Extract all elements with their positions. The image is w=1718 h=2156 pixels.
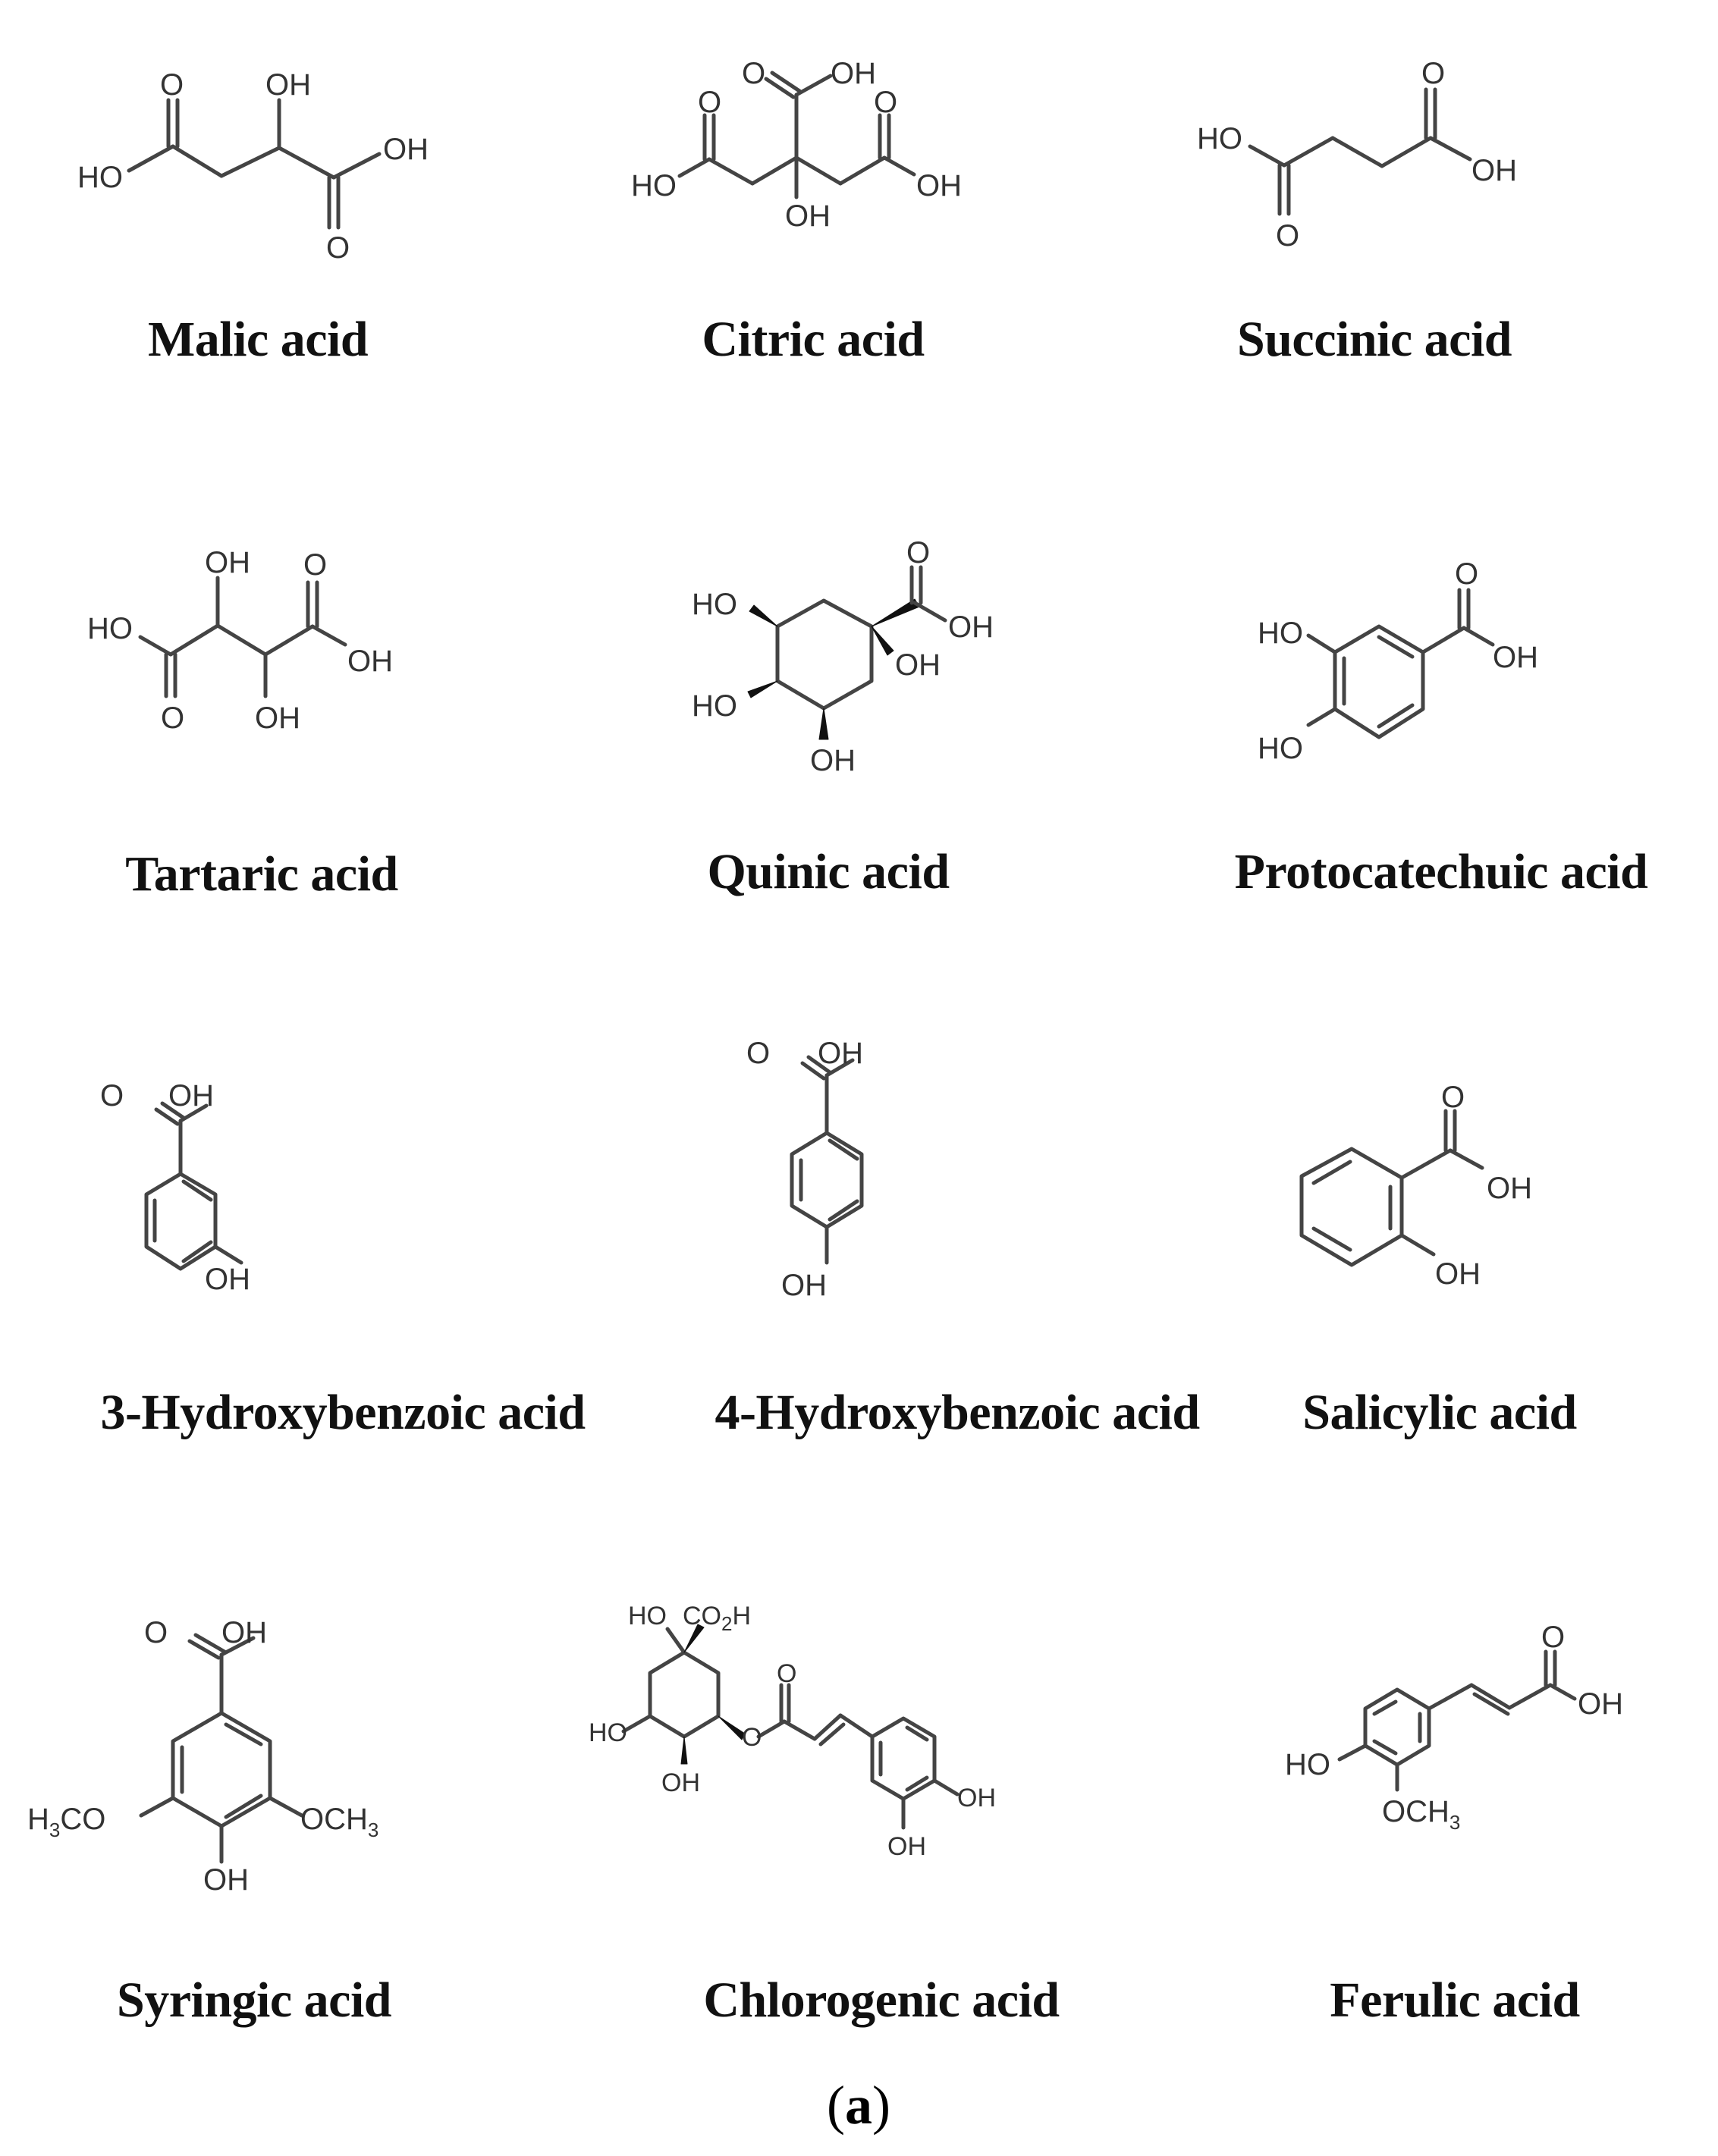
atom-o: O — [1441, 1081, 1465, 1114]
atom-oh: OH — [661, 1768, 700, 1797]
atom-ho: HO — [1258, 617, 1303, 650]
atom-o: O — [100, 1079, 124, 1113]
atom-oh: OH — [1578, 1687, 1623, 1721]
atom-o: O — [1541, 1621, 1565, 1654]
atom-o: O — [161, 701, 184, 735]
atom-oh: OH — [887, 1832, 926, 1861]
atom-o: O — [144, 1616, 168, 1649]
syringic-acid-structure: O OH H3CO OCH3 OH — [27, 1616, 378, 1897]
atom-oh: OH — [831, 57, 876, 90]
atom-oh: OH — [916, 169, 962, 202]
quinic-acid-structure: O HO OH OH HO OH — [692, 536, 994, 777]
atom-oh: OH — [1493, 641, 1538, 674]
atom-ho: HO — [1197, 122, 1242, 155]
atom-ho: HO — [692, 689, 737, 723]
chlorogenic-acid-structure: HO CO2H HO OH O O OH OH — [589, 1602, 996, 1861]
atom-oh: OH — [785, 199, 831, 233]
atom-o: O — [742, 57, 765, 90]
atom-oh: OH — [1487, 1172, 1532, 1205]
atom-o: O — [1455, 557, 1478, 591]
atom-o: O — [906, 536, 930, 570]
atom-o: O — [874, 86, 897, 119]
tartaric-acid-structure: OH O HO OH O OH — [87, 546, 393, 735]
ferulic-acid-structure: O OH HO OCH3 — [1285, 1621, 1623, 1834]
compound-name: 4-Hydroxybenzoic acid — [715, 1385, 1200, 1440]
atom-o: O — [742, 1723, 762, 1752]
atom-oh: OH — [347, 645, 393, 678]
compound-name: Protocatechuic acid — [1234, 844, 1648, 899]
atom-oh: OH — [205, 546, 250, 579]
atom-ho: HO — [628, 1602, 667, 1630]
atom-och3: OCH3 — [300, 1803, 378, 1841]
atom-o: O — [160, 68, 184, 102]
atom-oh: OH — [383, 133, 429, 166]
atom-oh: OH — [895, 648, 941, 682]
panel-letter: a — [845, 2075, 872, 2136]
atom-o: O — [746, 1037, 770, 1070]
malic-acid-structure: O OH HO OH O — [77, 68, 429, 265]
compound-name: Chlorogenic acid — [703, 1972, 1060, 2028]
atom-oh: OH — [810, 744, 856, 777]
citric-acid-structure: O OH O O HO OH OH — [631, 57, 962, 233]
atom-ho: HO — [692, 588, 737, 621]
3-hydroxybenzoic-acid-structure: O OH OH — [100, 1079, 250, 1296]
compound-name: Salicylic acid — [1302, 1385, 1577, 1440]
atom-oh: OH — [265, 68, 311, 102]
atom-oh: OH — [221, 1616, 267, 1649]
atom-ho: HO — [1258, 732, 1303, 765]
atom-och3: OCH3 — [1382, 1795, 1460, 1834]
atom-o: O — [326, 231, 350, 265]
atom-oh: OH — [255, 701, 300, 735]
compound-name: 3-Hydroxybenzoic acid — [100, 1385, 586, 1440]
compound-name: Ferulic acid — [1330, 1972, 1580, 2028]
atom-ho: HO — [77, 161, 123, 194]
compound-name: Tartaric acid — [125, 846, 398, 902]
atom-ho: HO — [589, 1718, 627, 1747]
atom-h3co: H3CO — [27, 1803, 105, 1841]
atom-oh: OH — [957, 1784, 996, 1812]
compound-name: Syringic acid — [116, 1972, 392, 2028]
compound-name: Citric acid — [702, 312, 925, 367]
atom-oh: OH — [818, 1037, 863, 1070]
atom-o: O — [1276, 219, 1299, 253]
atom-o: O — [1421, 57, 1445, 90]
atom-o: O — [777, 1659, 796, 1688]
atom-o: O — [698, 86, 721, 119]
protocatechuic-acid-structure: O HO OH HO — [1258, 557, 1538, 765]
4-hydroxybenzoic-acid-structure: O OH OH — [746, 1037, 864, 1302]
atom-oh: OH — [1471, 154, 1517, 187]
compound-name: Malic acid — [147, 312, 369, 367]
compound-name: Succinic acid — [1236, 312, 1512, 367]
atom-ho: HO — [631, 169, 677, 202]
compound-name: Quinic acid — [707, 844, 950, 899]
atom-oh: OH — [203, 1863, 249, 1897]
salicylic-acid-structure: O OH OH — [1299, 1081, 1532, 1291]
atom-co2h: CO2H — [683, 1602, 751, 1635]
atom-oh: OH — [781, 1269, 827, 1302]
atom-oh: OH — [948, 610, 994, 644]
atom-ho: HO — [87, 612, 133, 645]
succinic-acid-structure: HO O OH O — [1197, 57, 1517, 253]
atom-oh: OH — [1435, 1257, 1481, 1291]
atom-oh: OH — [205, 1263, 250, 1296]
atom-ho: HO — [1285, 1748, 1330, 1781]
atom-oh: OH — [168, 1079, 214, 1113]
atom-o: O — [303, 548, 327, 582]
panel-caption: (a) — [827, 2075, 890, 2136]
